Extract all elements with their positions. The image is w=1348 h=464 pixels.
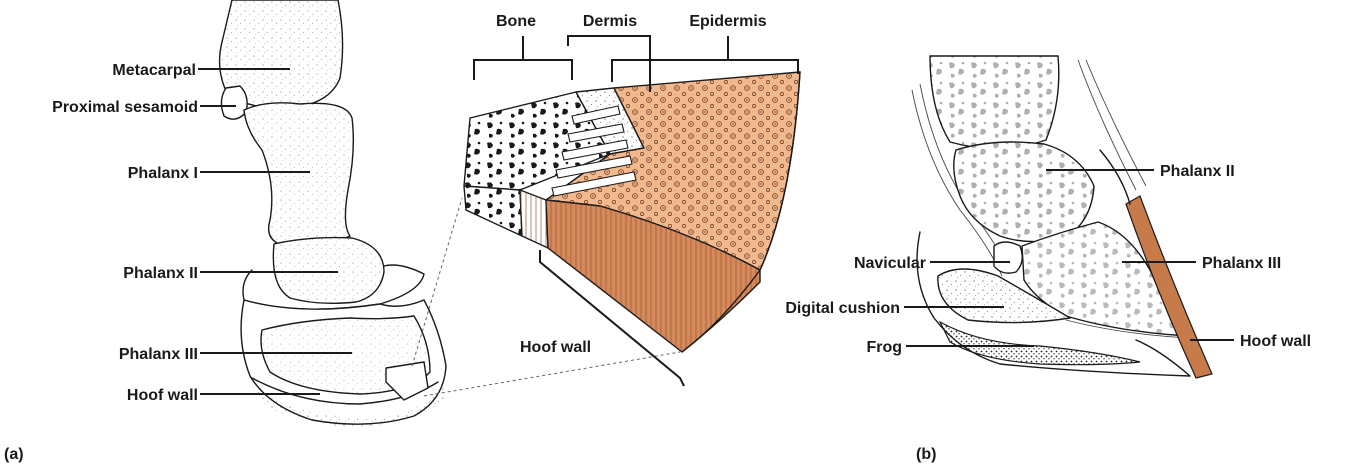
label-epidermis: Epidermis [689, 13, 766, 30]
label-phalanx-3-a: Phalanx III [119, 346, 198, 363]
bracket-dermis [568, 36, 650, 92]
phalanx-1-section-texture [930, 56, 1059, 149]
label-phalanx-1: Phalanx I [128, 165, 198, 182]
panel-a-letter: (a) [4, 446, 24, 463]
label-bone: Bone [496, 13, 536, 30]
phalanx-2-shading [273, 238, 384, 304]
bracket-bone [474, 60, 572, 80]
proximal-sesamoid-bone [221, 86, 247, 119]
phalanx-1-shading [244, 103, 353, 247]
bone-front-texture [464, 186, 522, 236]
navicular-bone [994, 242, 1022, 273]
label-frog: Frog [866, 339, 902, 356]
extensor-tendon-2 [1086, 60, 1146, 186]
zoom-line-lower [424, 352, 680, 396]
label-digital-cushion: Digital cushion [785, 300, 900, 317]
frog [940, 322, 1140, 365]
label-proximal-sesamoid: Proximal sesamoid [52, 99, 198, 116]
panel-b-illustration [912, 56, 1212, 378]
panel-a-illustration [220, 0, 446, 428]
label-navicular: Navicular [854, 255, 926, 272]
phalanx-2-section-texture [954, 142, 1094, 242]
label-phalanx-2-a: Phalanx II [123, 265, 198, 282]
label-metacarpal: Metacarpal [112, 62, 196, 79]
coronet-outline-b [1100, 150, 1130, 204]
hoof-wall-section-block [464, 72, 800, 352]
panel-a-labels: Metacarpal Proximal sesamoid Phalanx I P… [4, 62, 198, 463]
label-phalanx-3-b: Phalanx III [1202, 255, 1281, 272]
label-hoof-wall-a: Hoof wall [127, 387, 198, 404]
label-hoof-wall-b: Hoof wall [1240, 333, 1311, 350]
label-phalanx-2-b: Phalanx II [1160, 163, 1235, 180]
panel-b-letter: (b) [916, 446, 936, 463]
label-dermis: Dermis [583, 13, 637, 30]
label-hoof-wall-section: Hoof wall [520, 339, 591, 356]
